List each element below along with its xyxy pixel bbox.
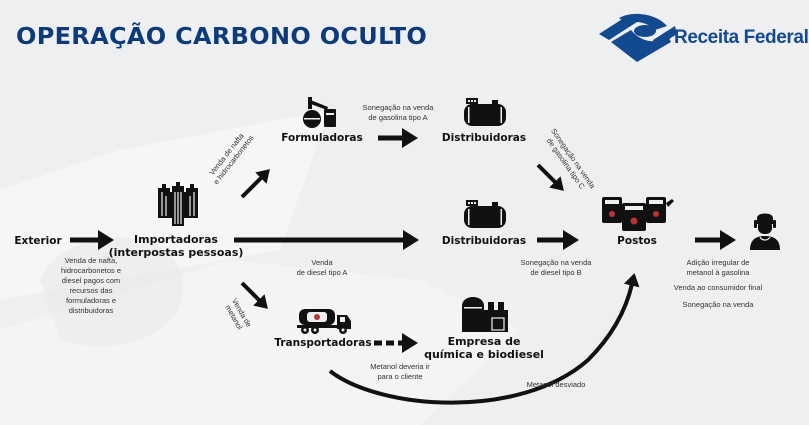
fuel-tank-icon <box>464 98 506 126</box>
arrow-importadoras-transportadoras <box>240 281 268 309</box>
factory-towers-icon <box>158 182 198 226</box>
note-diesel-tipo-a: Venda de diesel tipo A <box>296 258 348 277</box>
node-importadoras-label: Importadoras <box>134 233 218 246</box>
note-sonegacao-venda: Sonegação na venda <box>682 300 754 309</box>
note-venda-consumidor: Venda ao consumidor final <box>673 283 763 292</box>
note-gasolina-tipo-a: Sonegação na venda de gasolina tipo A <box>362 103 434 122</box>
consumer-person-icon <box>750 213 780 250</box>
tanker-truck-icon <box>297 309 351 334</box>
chemical-plant-icon <box>462 297 508 332</box>
node-importadoras-sublabel: (interpostas pessoas) <box>108 246 244 259</box>
arrow-importadoras-formuladoras <box>240 169 270 199</box>
node-empresa-label: Empresa de <box>447 335 521 348</box>
node-empresa-sublabel: química e biodiesel <box>424 348 544 361</box>
arrow-metanol-desviado-curve <box>328 273 640 405</box>
note-exterior: Venda de nafta, hidrocarbonetos e diesel… <box>60 256 122 315</box>
arrow-distribuidoras-postos-diagonal <box>536 163 564 191</box>
note-diesel-tipo-b: Sonegação na venda de diesel tipo B <box>520 258 592 277</box>
note-metanol-desviado: Metanol desviado <box>526 380 586 389</box>
node-distribuidoras-top: Distribuidoras <box>441 132 527 144</box>
node-distribuidoras-mid: Distribuidoras <box>441 235 527 247</box>
fuel-pumps-icon <box>602 197 674 231</box>
note-metanol-deveria: Metanol deveria ir para o cliente <box>370 362 430 381</box>
fuel-tank-icon <box>464 200 506 228</box>
node-postos: Postos <box>617 235 657 247</box>
note-adicao-irregular: Adição irregular de metanol à gasolina <box>686 258 750 277</box>
page-title: OPERAÇÃO CARBONO OCULTO <box>16 22 428 50</box>
node-exterior: Exterior <box>14 235 62 247</box>
logo-text: Receita Federal <box>674 27 809 48</box>
node-formuladoras: Formuladoras <box>281 132 363 144</box>
receita-federal-logo-icon <box>599 13 677 62</box>
node-transportadoras: Transportadoras <box>274 337 372 349</box>
lab-flask-icon <box>303 97 336 128</box>
